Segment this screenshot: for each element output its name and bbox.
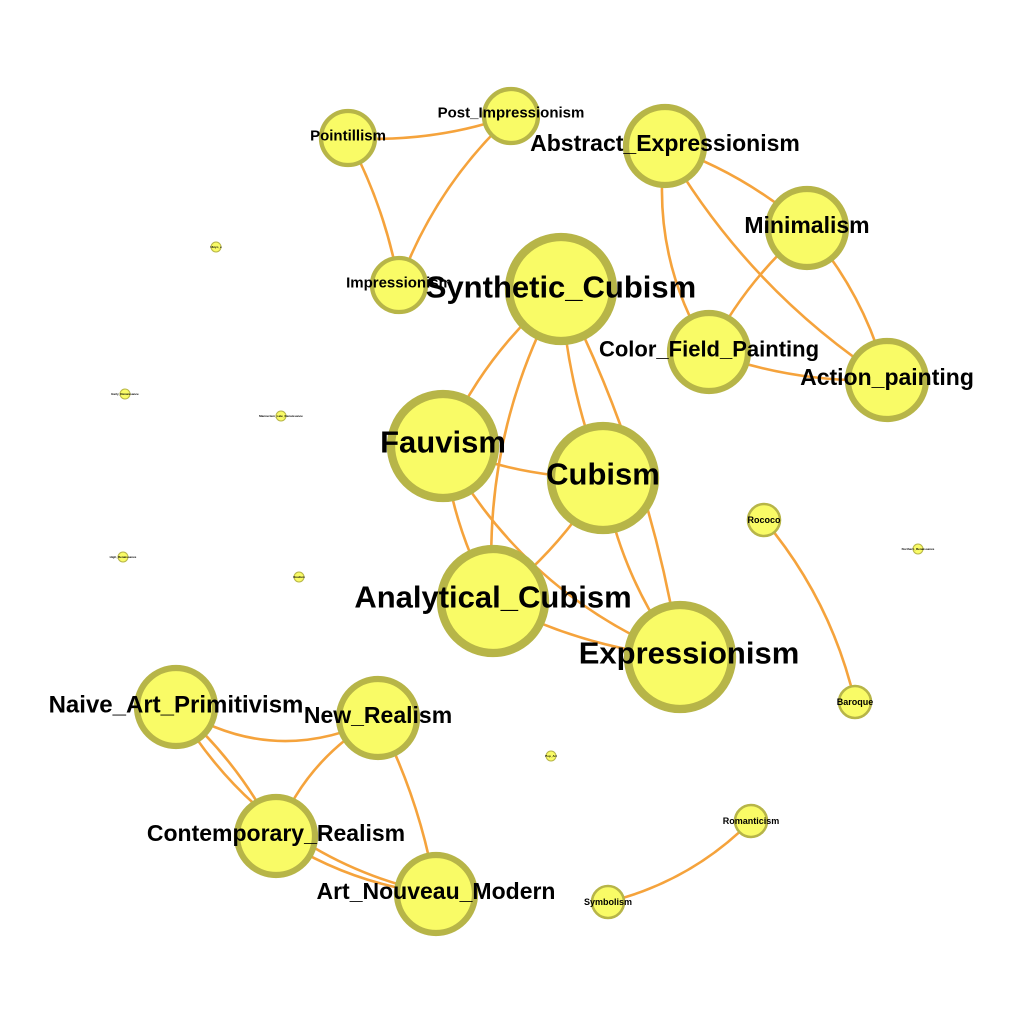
node-label-minor-g: Pop_Art (545, 754, 557, 758)
node-minor-d[interactable] (117, 551, 129, 563)
node-label-rococo: Rococo (747, 515, 781, 525)
node-label-new-realism: New_Realism (304, 702, 452, 728)
node-pointillism[interactable] (318, 108, 378, 168)
node-minor-c[interactable] (275, 410, 287, 422)
node-fauvism[interactable] (386, 389, 500, 503)
node-label-synthetic-cubism: Synthetic_Cubism (426, 270, 696, 305)
node-layer (117, 86, 930, 937)
node-label-contemporary-realism: Contemporary_Realism (147, 820, 405, 846)
node-baroque[interactable] (837, 684, 873, 720)
node-new-realism[interactable] (335, 675, 421, 761)
node-label-baroque: Baroque (837, 697, 874, 707)
node-minor-b[interactable] (119, 388, 131, 400)
node-label-minor-f: Northern_Renaissance (902, 547, 935, 551)
node-impressionism[interactable] (369, 255, 429, 315)
node-label-minor-c: Mannerism_Late_Renaissance (259, 414, 303, 418)
node-label-naive-art-primitivism: Naive_Art_Primitivism (49, 692, 304, 719)
node-label-minor-a: Ukiyo_e (210, 245, 222, 249)
node-post-impressionism[interactable] (481, 86, 541, 146)
node-label-abstract-expressionism: Abstract_Expressionism (530, 130, 800, 156)
node-label-analytical-cubism: Analytical_Cubism (354, 580, 631, 615)
node-contemporary-realism[interactable] (233, 793, 319, 879)
node-label-minimalism: Minimalism (744, 212, 869, 238)
node-abstract-expressionism[interactable] (622, 103, 708, 189)
node-symbolism[interactable] (590, 884, 626, 920)
node-cubism[interactable] (546, 421, 660, 535)
node-color-field-painting[interactable] (666, 309, 752, 395)
node-action-painting[interactable] (844, 337, 930, 423)
node-synthetic-cubism[interactable] (504, 232, 618, 346)
node-label-action-painting: Action_painting (800, 364, 974, 390)
edge-abstract_expressionism-action_painting (663, 144, 889, 382)
node-naive-art-primitivism[interactable] (133, 664, 219, 750)
node-label-minor-d: High_Renaissance (110, 555, 137, 559)
node-label-color-field-painting: Color_Field_Painting (599, 337, 819, 362)
node-analytical-cubism[interactable] (436, 544, 550, 658)
node-romanticism[interactable] (733, 803, 769, 839)
node-minor-e[interactable] (293, 571, 305, 583)
node-minor-f[interactable] (912, 543, 924, 555)
node-label-minor-b: Early_Renaissance (111, 392, 139, 396)
edge-post_impressionism-impressionism (397, 114, 513, 287)
node-label-expressionism: Expressionism (579, 636, 800, 671)
node-minor-g[interactable] (545, 750, 557, 762)
node-label-symbolism: Symbolism (584, 897, 632, 907)
node-label-fauvism: Fauvism (380, 425, 506, 460)
node-art-nouveau-modern[interactable] (393, 851, 479, 937)
node-minimalism[interactable] (764, 185, 850, 271)
node-label-pointillism: Pointillism (310, 128, 386, 145)
edge-romanticism-symbolism (606, 819, 753, 904)
node-label-cubism: Cubism (546, 457, 660, 492)
node-label-impressionism: Impressionism (346, 275, 452, 292)
node-label-post-impressionism: Post_Impressionism (438, 105, 585, 122)
node-minor-a[interactable] (210, 241, 222, 253)
node-label-art-nouveau-modern: Art_Nouveau_Modern (317, 878, 556, 904)
edge-rococo-baroque (762, 518, 857, 704)
node-label-romanticism: Romanticism (723, 816, 780, 826)
node-rococo[interactable] (746, 502, 782, 538)
node-expressionism[interactable] (623, 600, 737, 714)
node-label-minor-e: Realism (293, 575, 305, 579)
